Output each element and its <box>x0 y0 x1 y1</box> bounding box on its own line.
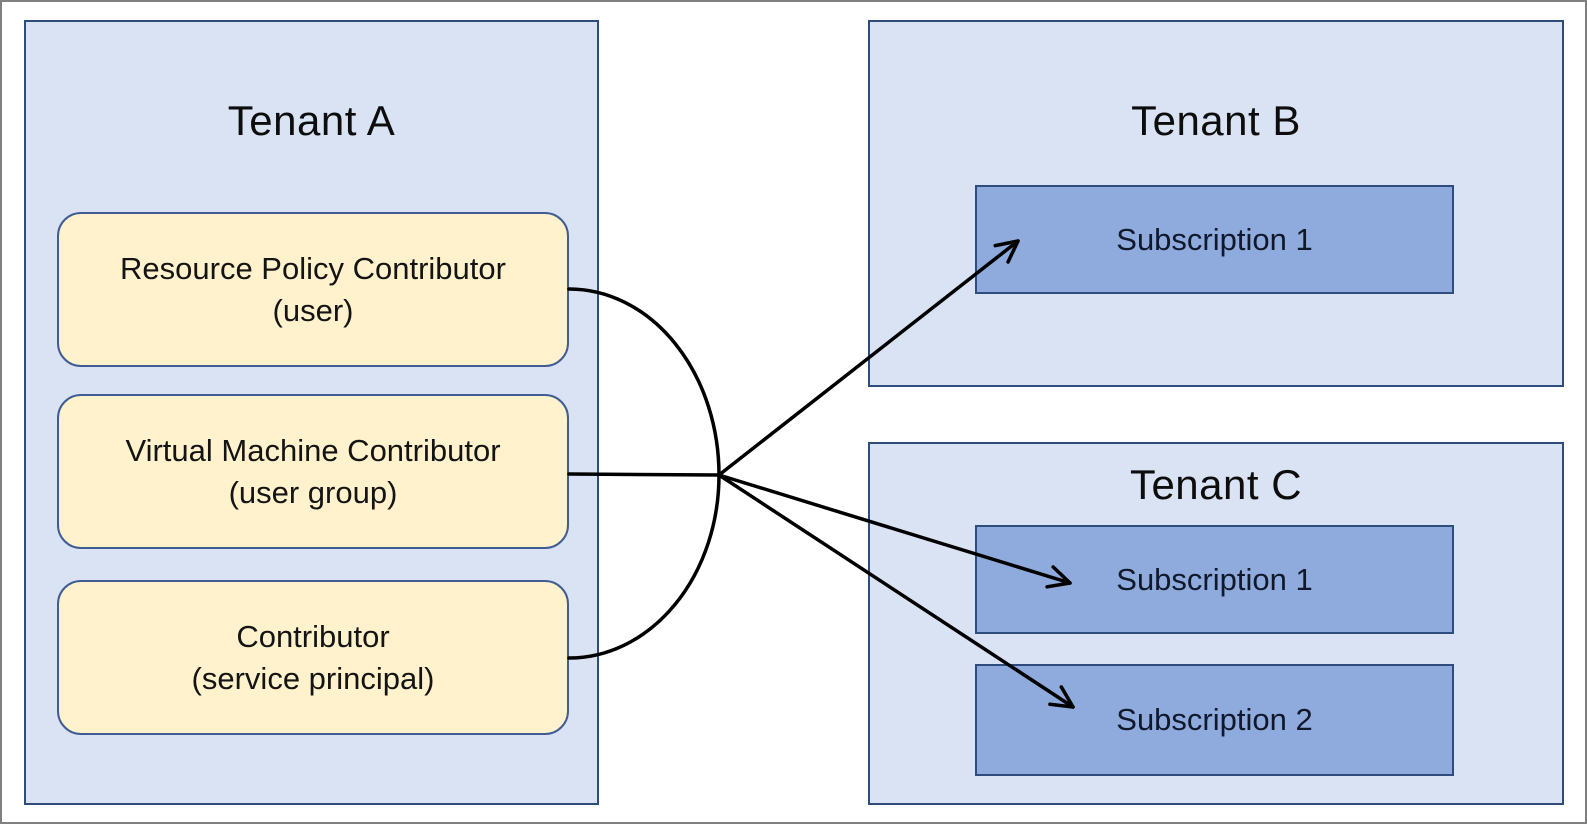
role-box-virtual-machine-contributor: Virtual Machine Contributor (user group) <box>57 394 569 549</box>
subscription-label: Subscription 2 <box>1116 702 1313 737</box>
role-name: Virtual Machine Contributor <box>125 432 501 468</box>
role-box-resource-policy-contributor: Resource Policy Contributor (user) <box>57 212 569 367</box>
role-box-contributor: Contributor (service principal) <box>57 580 569 735</box>
role-principal: (user) <box>272 292 354 328</box>
tenant-c-subscription-1-box: Subscription 1 <box>975 525 1454 634</box>
tenant-a-title: Tenant A <box>227 97 396 144</box>
subscription-label: Subscription 1 <box>1116 561 1313 597</box>
tenant-c-title: Tenant C <box>1129 461 1303 508</box>
role-principal: (service principal) <box>191 660 435 696</box>
role-name: Contributor <box>236 618 390 654</box>
tenant-b-title: Tenant B <box>1131 97 1301 144</box>
role-name: Resource Policy Contributor <box>120 250 506 286</box>
tenant-c-subscription-2-box: Subscription 2 <box>975 664 1454 776</box>
role-principal: (user group) <box>228 474 398 510</box>
tenant-b-subscription-1-box: Subscription 1 <box>975 185 1454 294</box>
subscription-label: Subscription 1 <box>1116 221 1313 257</box>
